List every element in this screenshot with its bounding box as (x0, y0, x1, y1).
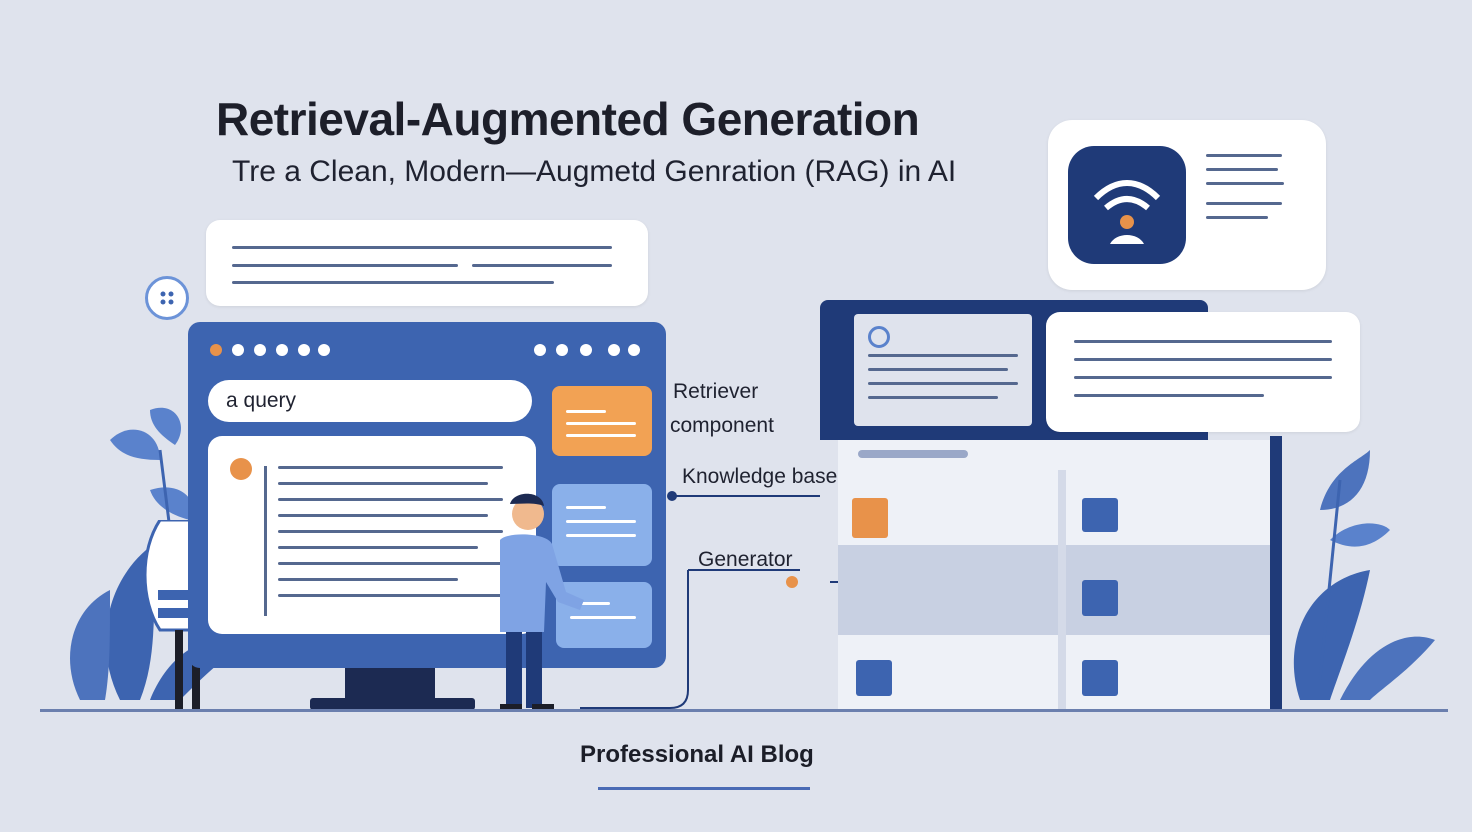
retriever-card[interactable] (552, 386, 652, 456)
page-title: Retrieval-Augmented Generation (216, 93, 920, 145)
footer-underline (598, 787, 810, 790)
chat-dots-icon[interactable] (145, 276, 189, 320)
generator-label: Generator (698, 548, 793, 571)
person-icon (500, 493, 584, 710)
wifi-user-icon (1068, 146, 1186, 264)
component-label: component (670, 414, 774, 437)
chat-bubble-top (206, 220, 648, 306)
page-subtitle: Tre a Clean, Modern—Augmetd Genration (R… (232, 155, 957, 188)
monitor-neck (345, 668, 435, 700)
knowledge-base-label: Knowledge base (682, 465, 838, 488)
search-input[interactable]: a query (208, 380, 532, 422)
knowledge-shelf (838, 440, 1278, 710)
assistant-bubble (1048, 120, 1326, 290)
monitor-stand (310, 698, 475, 710)
plant-right (1293, 450, 1435, 700)
chat-bubble-right (1046, 312, 1360, 432)
retriever-label: Retriever (673, 380, 759, 403)
generator-card[interactable] (556, 582, 652, 648)
ground-line (40, 709, 1448, 712)
footer-brand: Professional AI Blog (580, 741, 814, 768)
knowledge-card[interactable] (552, 484, 652, 566)
document-panel (208, 436, 536, 634)
shelf-frame (1270, 436, 1282, 712)
